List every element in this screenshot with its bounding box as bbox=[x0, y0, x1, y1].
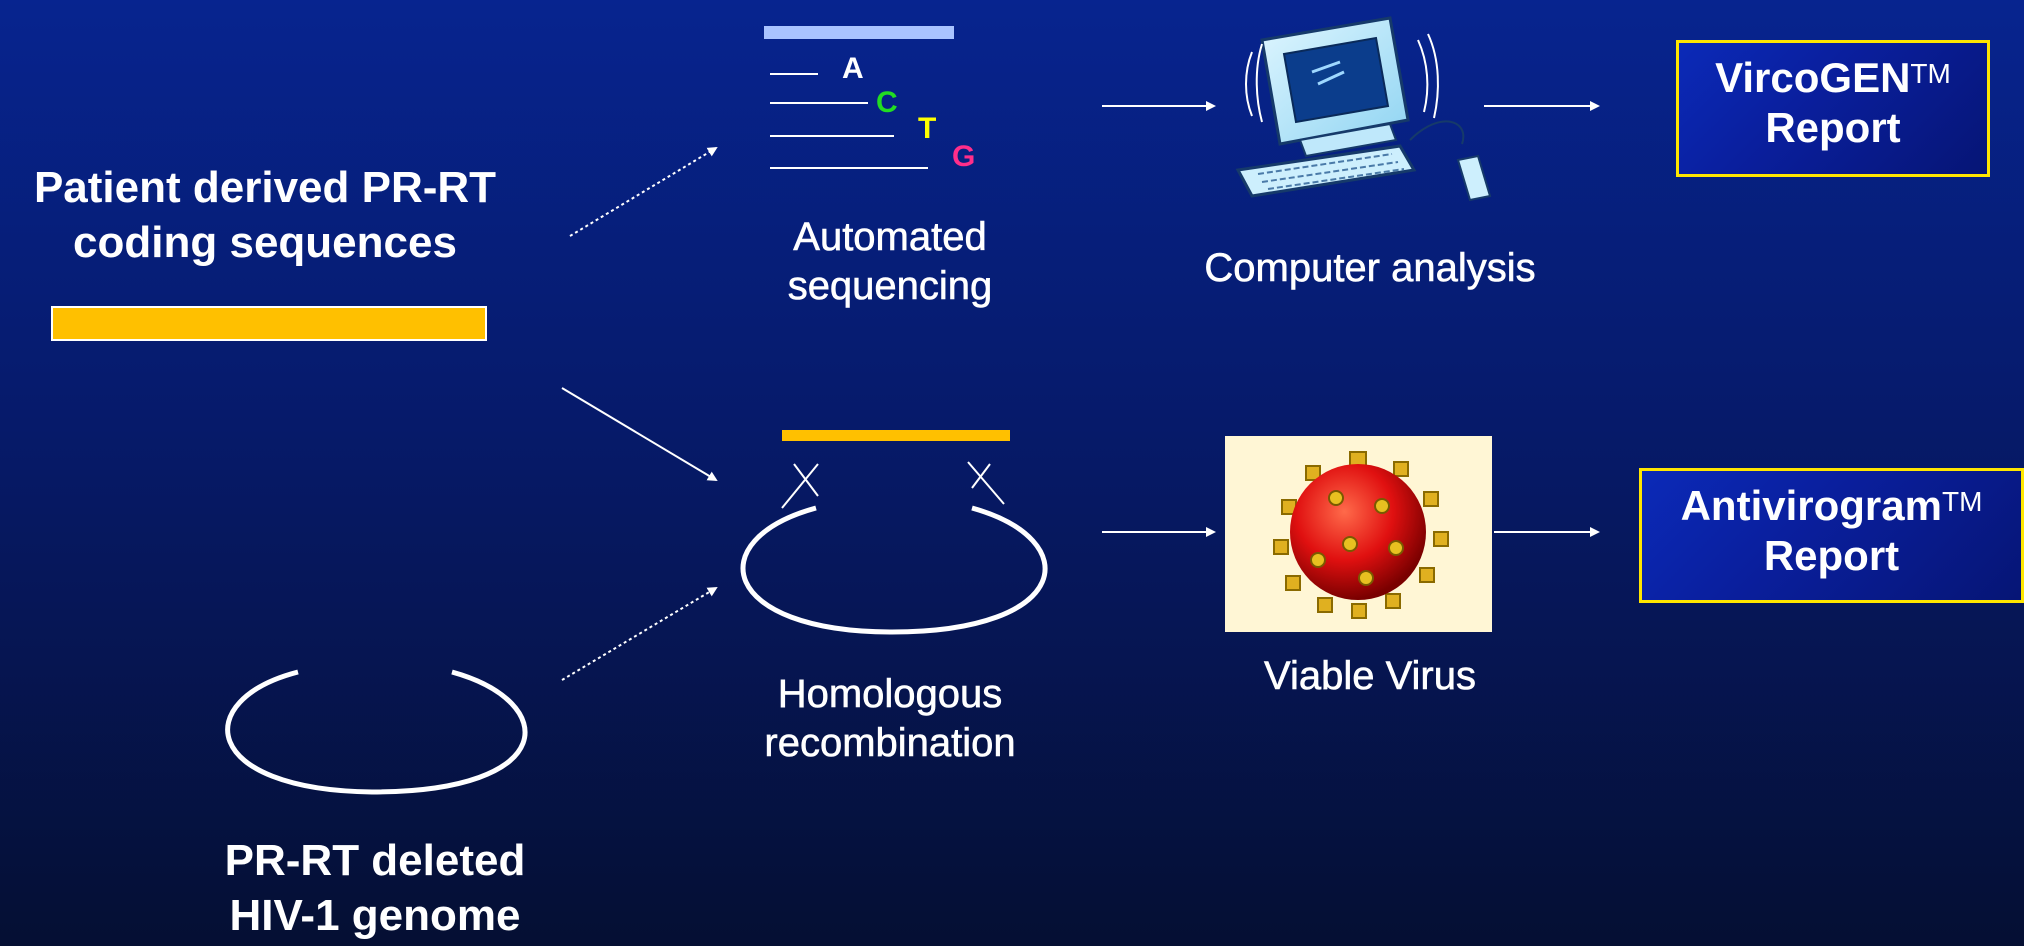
virus-icon bbox=[1225, 436, 1492, 632]
sequencing-readout bbox=[764, 26, 954, 169]
base-C: C bbox=[876, 86, 898, 119]
antivirogram-report-title: AntivirogramTM bbox=[1642, 481, 2021, 531]
sequencing-label-line-2: sequencing bbox=[787, 263, 993, 308]
deleted-genome-ring bbox=[225, 669, 528, 795]
patient-sequences-label: Patient derived PR-RT coding sequences bbox=[0, 160, 530, 270]
recombination-label-line-1: Homologous bbox=[777, 672, 1003, 717]
vircogen-report-title: VircoGENTM bbox=[1679, 53, 1987, 103]
recombination-graphic bbox=[740, 430, 1048, 635]
arrow-to-recombination bbox=[561, 387, 718, 482]
antivirogram-trademark: TM bbox=[1941, 486, 1983, 517]
virus-surface-knobs bbox=[1310, 490, 1404, 586]
vircogen-report-box: VircoGENTM Report bbox=[1676, 40, 1990, 177]
antivirogram-name: Antivirogram bbox=[1680, 482, 1942, 529]
recombination-label-line-2: recombination bbox=[764, 720, 1016, 765]
patient-label-line-2: coding sequences bbox=[73, 218, 457, 267]
virus-spikes bbox=[1273, 451, 1449, 619]
base-A: A bbox=[842, 52, 864, 85]
motion-lines-right bbox=[1417, 33, 1439, 119]
sequencing-label: Automated sequencing bbox=[740, 213, 1040, 311]
monitor-base bbox=[1298, 122, 1398, 158]
recombination-label: Homologous recombination bbox=[720, 670, 1060, 768]
virus-body bbox=[1290, 464, 1426, 600]
cross-right bbox=[967, 461, 1005, 505]
patient-gene-bar bbox=[51, 306, 487, 341]
deleted-label-line-2: HIV-1 genome bbox=[229, 891, 521, 940]
vircogen-trademark: TM bbox=[1910, 58, 1951, 89]
sequencing-top-bar bbox=[764, 26, 954, 39]
base-T: T bbox=[918, 112, 937, 145]
keyboard-keys bbox=[1257, 153, 1405, 190]
plasmid-vector bbox=[740, 505, 1048, 635]
monitor-screen bbox=[1282, 36, 1390, 124]
computer-icon bbox=[1235, 16, 1492, 202]
mouse-cable bbox=[1409, 120, 1465, 145]
sequencing-label-line-1: Automated bbox=[793, 215, 987, 260]
motion-lines-left bbox=[1245, 43, 1263, 123]
computer-analysis-label: Computer analysis bbox=[1204, 246, 1536, 291]
arrow-to-sequencing bbox=[569, 146, 718, 237]
viable-virus-label: Viable Virus bbox=[1264, 654, 1477, 699]
deleted-genome-label: PR-RT deleted HIV-1 genome bbox=[165, 833, 585, 943]
cross-left bbox=[781, 463, 819, 509]
patient-label-line-1: Patient derived PR-RT bbox=[33, 163, 497, 212]
vircogen-name: VircoGEN bbox=[1715, 54, 1911, 101]
arrow-genome-to-recombination bbox=[561, 586, 718, 681]
antivirogram-report-word: Report bbox=[1763, 532, 1900, 580]
mouse bbox=[1456, 154, 1492, 202]
keyboard bbox=[1235, 144, 1417, 198]
insert-gene-bar bbox=[782, 430, 1010, 441]
antivirogram-report-box: AntivirogramTM Report bbox=[1639, 468, 2024, 603]
deleted-label-line-1: PR-RT deleted bbox=[224, 836, 526, 885]
screen-glare bbox=[1311, 60, 1345, 86]
vircogen-report-word: Report bbox=[1765, 104, 1901, 152]
base-G: G bbox=[952, 140, 976, 173]
